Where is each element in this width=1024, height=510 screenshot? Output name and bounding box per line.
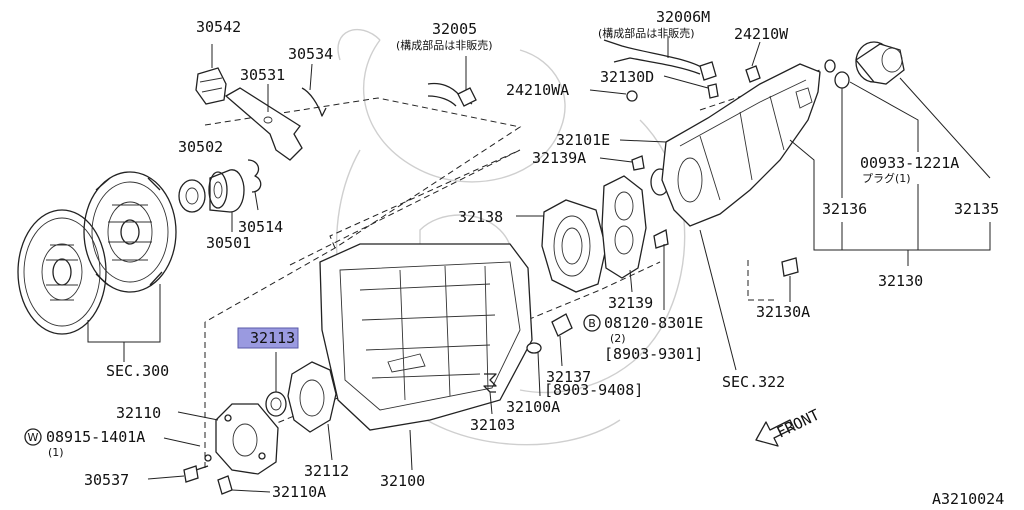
transmission-housing <box>319 243 533 471</box>
bolt-32130A <box>781 257 799 302</box>
plug-32100A <box>526 342 542 397</box>
label-32130D: 32130D <box>600 68 654 86</box>
washer-w-icon: W <box>24 428 42 446</box>
label-08120-date: [8903-9301] <box>604 345 703 363</box>
label-00933-note: プラグ(1) <box>862 171 911 185</box>
gasket-32112 <box>287 361 337 461</box>
label-32139: 32139 <box>608 294 653 312</box>
circle-w-letter: W <box>28 431 39 444</box>
label-32110: 32110 <box>116 404 161 422</box>
spring-32103 <box>483 373 497 415</box>
bolt-30537 <box>183 465 209 483</box>
label-30501: 30501 <box>206 234 251 252</box>
clip-24210WA <box>626 90 638 102</box>
adapter-32138 <box>516 199 607 293</box>
label-32006M-note: (構成部品は非販売) <box>598 26 695 40</box>
label-32139A: 32139A <box>532 149 586 167</box>
rear-extension-32101E <box>661 63 821 227</box>
clip-30514 <box>247 159 262 193</box>
label-32136: 32136 <box>822 200 867 218</box>
label-32100A: 32100A <box>506 398 560 416</box>
label-32103: 32103 <box>470 416 515 434</box>
label-32135: 32135 <box>954 200 999 218</box>
label-08915: 08915-1401A <box>46 428 145 446</box>
bolt-b-icon: B <box>583 314 601 332</box>
label-32138: 32138 <box>458 208 503 226</box>
label-30537: 30537 <box>84 471 129 489</box>
label-30502: 30502 <box>178 138 223 156</box>
sec300-bracket <box>87 284 161 362</box>
label-24210WA: 24210WA <box>506 81 569 99</box>
label-diagram-id: A3210024 <box>932 490 1004 508</box>
label-sec322: SEC.322 <box>722 373 785 391</box>
label-08120: 08120-8301E <box>604 314 703 332</box>
label-front: FRONT <box>774 406 822 442</box>
label-30531: 30531 <box>240 66 285 84</box>
label-00933: 00933-1221A <box>860 154 959 172</box>
bolt-32110A <box>217 475 271 495</box>
switch-32137 <box>551 313 573 367</box>
cap-32136 <box>824 59 850 198</box>
boot-30542 <box>195 44 227 105</box>
label-32137-date: [8903-9408] <box>544 381 643 399</box>
front-arrow-icon <box>755 419 795 447</box>
bearing-32135 <box>855 41 991 179</box>
circle-b-letter: B <box>588 317 596 330</box>
label-32110A: 32110A <box>272 483 326 501</box>
label-24210W: 24210W <box>734 25 789 43</box>
label-08915-qty: (1) <box>48 446 64 459</box>
clutch-cover <box>83 171 177 293</box>
label-32130: 32130 <box>878 272 923 290</box>
sensor-32130D <box>663 75 719 99</box>
spring-30534 <box>301 87 327 117</box>
label-32005: 32005 <box>432 20 477 38</box>
harness-32005 <box>427 56 477 107</box>
label-32130A: 32130A <box>756 303 810 321</box>
clutch-disc <box>17 209 107 335</box>
label-30534: 30534 <box>288 45 333 63</box>
front-cover-32110 <box>215 403 279 475</box>
label-30514: 30514 <box>238 218 283 236</box>
harness-32006M <box>603 36 717 81</box>
label-32100: 32100 <box>380 472 425 490</box>
label-32006M: 32006M <box>656 8 710 26</box>
clip-24210W <box>745 65 761 83</box>
label-sec300: SEC.300 <box>106 362 169 380</box>
gasket-32139 <box>601 175 647 293</box>
seal-32113 <box>265 352 287 417</box>
label-32137: 32137 <box>546 368 591 386</box>
label-08120-qty: (2) <box>610 332 626 345</box>
bolt-32139A <box>631 155 645 171</box>
label-32005-note: (構成部品は非販売) <box>396 38 493 52</box>
label-32101E: 32101E <box>556 131 610 149</box>
label-30542: 30542 <box>196 18 241 36</box>
bracket-32130 <box>789 139 991 266</box>
lever-30531 <box>224 84 303 161</box>
highlight-32113 <box>237 327 299 349</box>
label-32112: 32112 <box>304 462 349 480</box>
label-32113: 32113 <box>250 329 295 347</box>
release-bearing <box>178 169 245 232</box>
bolt-08120 <box>653 229 669 310</box>
